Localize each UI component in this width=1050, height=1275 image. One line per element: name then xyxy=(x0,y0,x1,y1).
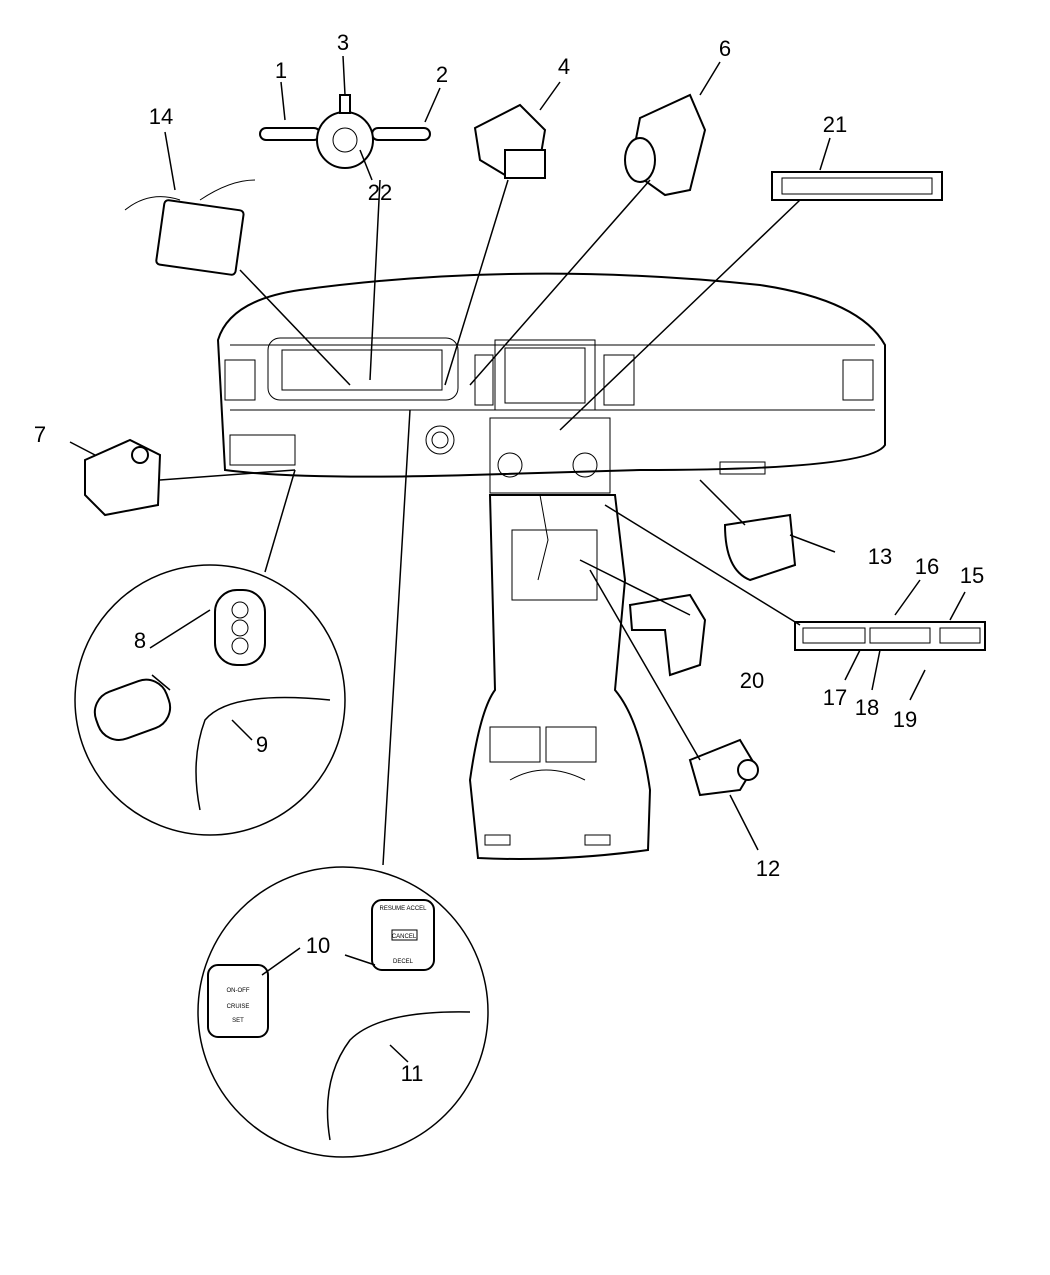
callout-20: 20 xyxy=(740,668,764,693)
callout-19: 19 xyxy=(893,707,917,732)
callout-21: 21 xyxy=(823,112,847,137)
callout-3: 3 xyxy=(337,30,349,55)
part-switch-bezel-21 xyxy=(771,171,943,201)
callout-17: 17 xyxy=(823,685,847,710)
part-text: CRUISE xyxy=(227,1004,250,1010)
part-ignition-switch xyxy=(473,103,547,180)
callout-labels: 1 2 3 4 6 21 14 22 7 13 16 15 17 18 19 2… xyxy=(34,30,984,1086)
callout-6: 6 xyxy=(719,36,731,61)
callout-22: 22 xyxy=(368,180,392,205)
part-headlamp-switch-7 xyxy=(84,438,162,517)
callout-9: 9 xyxy=(256,732,268,757)
part-text: ON-OFF xyxy=(227,988,250,994)
callout-2: 2 xyxy=(436,62,448,87)
callout-8: 8 xyxy=(134,628,146,653)
instrument-panel xyxy=(216,272,886,860)
callout-1: 1 xyxy=(275,58,287,83)
detail-circle-lower xyxy=(197,866,489,1158)
callout-7: 7 xyxy=(34,422,46,447)
callout-12: 12 xyxy=(756,856,780,881)
callout-14: 14 xyxy=(149,104,173,129)
callout-18: 18 xyxy=(855,695,879,720)
leader-lines xyxy=(69,55,966,1063)
part-text: CANCEL xyxy=(392,934,417,940)
cruise-switch-lettering: ON-OFF CRUISE SET RESUME ACCEL CANCEL DE… xyxy=(227,906,428,1024)
callout-15: 15 xyxy=(960,563,984,588)
callout-13: 13 xyxy=(868,544,892,569)
detail-circle-upper xyxy=(74,564,346,836)
callout-16: 16 xyxy=(915,554,939,579)
part-bracket-20 xyxy=(628,593,707,677)
part-switch-13 xyxy=(723,513,797,582)
part-text: SET xyxy=(232,1018,244,1024)
part-steering-column-cover xyxy=(624,93,707,197)
part-display-14 xyxy=(124,179,256,276)
part-text: DECEL xyxy=(393,959,414,965)
callout-4: 4 xyxy=(558,54,570,79)
callout-11: 11 xyxy=(401,1061,424,1086)
part-switch-bank-15 xyxy=(794,621,986,651)
part-text: RESUME ACCEL xyxy=(379,906,427,912)
part-multifunction-switch xyxy=(259,94,431,169)
part-shifter-sensor-12 xyxy=(688,738,759,797)
callout-10: 10 xyxy=(306,933,330,958)
